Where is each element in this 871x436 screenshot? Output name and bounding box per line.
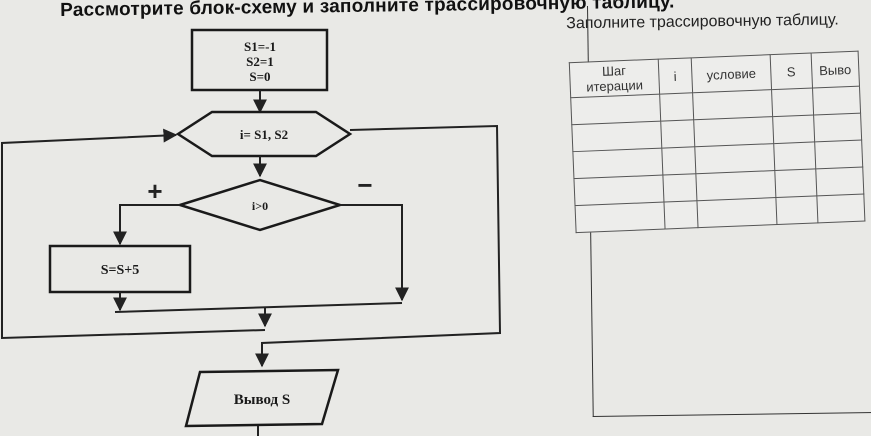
- table-cell[interactable]: [692, 89, 773, 120]
- table-cell[interactable]: [773, 141, 816, 171]
- trace-table: Шаг итерации i условие S Выво: [569, 51, 866, 234]
- table-cell[interactable]: [813, 113, 862, 142]
- output-block: [184, 368, 340, 428]
- output-label: Вывод S: [234, 392, 290, 408]
- col-header-s: S: [770, 53, 813, 90]
- table-cell[interactable]: [694, 143, 775, 174]
- table-cell[interactable]: [775, 195, 818, 225]
- minus-sign: −: [357, 170, 372, 200]
- col-header-i: i: [657, 57, 693, 95]
- loop-block: [175, 110, 353, 158]
- col-header-step: Шаг итерации: [569, 59, 660, 98]
- table-cell[interactable]: [814, 140, 863, 169]
- init-line-3: S=0: [249, 69, 270, 84]
- table-cell[interactable]: [774, 168, 817, 198]
- table-cell[interactable]: [571, 121, 662, 152]
- loop-label: i= S1, S2: [240, 127, 288, 142]
- table-cell[interactable]: [693, 116, 774, 147]
- table-cell[interactable]: [663, 200, 698, 230]
- panel-heading: Заполните трассировочную таблицу.: [566, 11, 839, 33]
- col-header-condition: условие: [691, 54, 772, 93]
- init-line-1: S1=-1: [244, 39, 276, 54]
- table-cell[interactable]: [771, 88, 814, 117]
- table-cell[interactable]: [575, 202, 665, 233]
- table-cell[interactable]: [661, 146, 696, 176]
- table-cell[interactable]: [772, 114, 815, 144]
- table-cell[interactable]: [662, 173, 697, 203]
- table-cell[interactable]: [570, 94, 661, 125]
- table-cell[interactable]: [660, 119, 695, 149]
- col-header-output: Выво: [810, 51, 860, 89]
- condition-label: i>0: [252, 199, 268, 213]
- table-cell[interactable]: [573, 175, 664, 206]
- table-cell[interactable]: [815, 167, 864, 196]
- table-cell[interactable]: [659, 92, 694, 122]
- table-cell[interactable]: [695, 170, 776, 201]
- table-cell[interactable]: [572, 148, 663, 179]
- init-line-2: S2=1: [246, 54, 274, 69]
- table-cell[interactable]: [816, 194, 865, 223]
- table-cell[interactable]: [696, 197, 777, 228]
- table-cell[interactable]: [812, 86, 861, 115]
- action-label: S=S+5: [101, 263, 140, 278]
- trace-panel: Заполните трассировочную таблицу. Шаг ит…: [566, 1, 871, 417]
- plus-sign: +: [147, 176, 162, 206]
- flowchart: S1=-1 S2=1 S=0 i= S1, S2 i>0 + − S=S+5 В…: [1, 28, 502, 436]
